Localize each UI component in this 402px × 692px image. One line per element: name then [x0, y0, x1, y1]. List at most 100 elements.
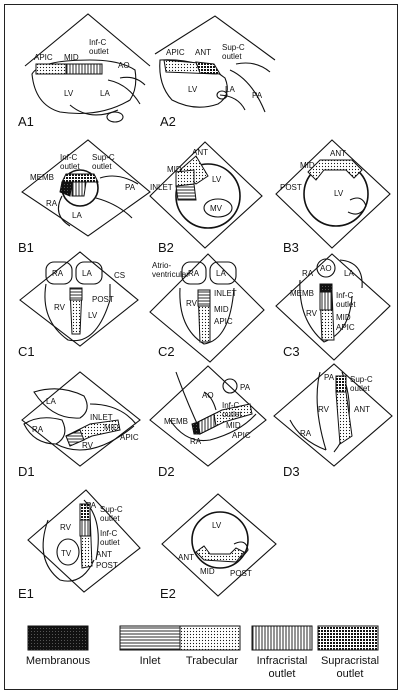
label-la: LA — [225, 85, 235, 94]
legend-swatch-infracristal — [251, 625, 313, 651]
label-apic: APIC — [232, 431, 251, 440]
label-rv: RV — [318, 405, 330, 414]
septum-infracristal — [65, 63, 103, 75]
panel-label-d2: D2 — [158, 464, 175, 479]
septum-inlet — [197, 289, 211, 307]
label-pa: PA — [240, 383, 251, 392]
panel-label-a2: A2 — [160, 114, 176, 129]
label-infc: Inf-C — [89, 38, 107, 47]
septum-infracristal — [79, 519, 91, 537]
label-cs: CS — [114, 271, 125, 280]
label-supc: Sup-C — [222, 43, 245, 52]
label-ao: AO — [118, 61, 130, 70]
label-ao: AO — [320, 264, 332, 273]
label-inlet: INLET — [150, 183, 173, 192]
label-lv: LV — [88, 311, 98, 320]
panel-label-b3: B3 — [283, 240, 299, 255]
legend-label-supracristal-outlet: outlet — [337, 668, 364, 680]
label-pa: PA — [125, 183, 136, 192]
label-mid: MID — [214, 305, 229, 314]
label-supc: Sup-C — [92, 153, 115, 162]
label-lv: LV — [334, 189, 344, 198]
label-mid: MID — [104, 423, 119, 432]
label-lv: LV — [212, 175, 222, 184]
panel-label-c1: C1 — [18, 344, 35, 359]
label-outlet: outlet — [350, 384, 370, 393]
label-apic: APIC — [120, 433, 139, 442]
septum-infracristal — [319, 291, 333, 311]
label-apic: APIC — [336, 323, 355, 332]
label-ant: ANT — [354, 405, 370, 414]
label-ra: RA — [300, 429, 312, 438]
label-mid: MID — [64, 53, 79, 62]
label-outlet2: outlet — [92, 162, 112, 171]
label-ra: RA — [188, 269, 200, 278]
label-infc: Inf-C — [222, 401, 240, 410]
label-atrio1: Atrio- — [152, 261, 171, 270]
panel-label-b1: B1 — [18, 240, 34, 255]
label-mid: MID — [300, 161, 315, 170]
legend-label-membranous: Membranous — [26, 655, 91, 667]
legend-swatch-membranous — [27, 625, 89, 651]
septum-membranous — [319, 283, 333, 293]
legend-swatch-inlet — [119, 625, 181, 651]
panel-d1: LA RA INLET MID APIC RV D1 — [18, 371, 141, 479]
label-post: POST — [230, 569, 252, 578]
label-ra: RA — [32, 425, 44, 434]
legend-label-supracristal: Supracristal — [321, 655, 379, 667]
label-ra: RA — [190, 437, 202, 446]
panel-label-e1: E1 — [18, 586, 34, 601]
legend-label-infracristal-outlet: outlet — [269, 668, 296, 680]
panel-c2: Atrio- ventricular RA LA RV INLET MID AP… — [149, 253, 265, 363]
label-supc: Sup-C — [100, 505, 123, 514]
label-memb: MEMB — [30, 173, 54, 182]
panel-label-d1: D1 — [18, 464, 35, 479]
label-outlet: outlet — [336, 300, 356, 309]
panel-c1: RA LA CS POST RV LV C1 — [18, 251, 139, 359]
legend-label-trabecular: Trabecular — [186, 655, 239, 667]
label-rv: RV — [186, 299, 198, 308]
legend-label-inlet: Inlet — [140, 655, 161, 667]
septum-infracristal — [197, 413, 217, 435]
septum-inlet — [65, 429, 85, 447]
label-inlet: INLET — [214, 289, 237, 298]
panel-b2: ANT MID LV INLET MV B2 — [149, 141, 263, 255]
label-ant: ANT — [178, 553, 194, 562]
label-post: POST — [96, 561, 118, 570]
septum-trabecular — [195, 545, 245, 563]
label-apic: APIC — [166, 48, 185, 57]
label-ant: ANT — [192, 148, 208, 157]
label-infc: Inf-C — [100, 529, 118, 538]
panel-label-d3: D3 — [283, 464, 300, 479]
label-outlet1: outlet — [60, 162, 80, 171]
panel-e1: PA Sup-C outlet RV Inf-C outlet TV ANT P… — [18, 489, 141, 601]
label-la: LA — [46, 397, 56, 406]
label-post: POST — [280, 183, 302, 192]
label-outlet: outlet — [89, 47, 109, 56]
label-mv: MV — [210, 204, 223, 213]
label-mid: MID — [226, 421, 241, 430]
label-outlet: outlet — [222, 52, 242, 61]
label-la: LA — [100, 89, 110, 98]
panel-label-c3: C3 — [283, 344, 300, 359]
label-lv: LV — [212, 521, 222, 530]
label-la: LA — [72, 211, 82, 220]
label-lv: LV — [188, 85, 198, 94]
figure-frame — [4, 4, 398, 690]
septum-trabecular — [335, 391, 353, 445]
legend-label-infracristal: Infracristal — [257, 655, 308, 667]
label-apic: APIC — [214, 317, 233, 326]
label-mid: MID — [336, 313, 351, 322]
septum-inlet — [175, 183, 197, 201]
label-inlet: INLET — [90, 413, 113, 422]
label-outlet1: outlet — [100, 514, 120, 523]
panel-a1: APIC MID Inf-C outlet AO LV LA A1 — [18, 13, 151, 129]
label-ant: ANT — [195, 48, 211, 57]
label-lv: LV — [64, 89, 74, 98]
septum-membranous — [59, 181, 73, 197]
panel-c3: AO RA LA MEMB Inf-C outlet RV MID APIC C… — [275, 253, 391, 361]
label-tv: TV — [61, 549, 72, 558]
panel-e2: LV ANT MID POST E2 — [160, 493, 277, 601]
septum-supracristal — [195, 61, 221, 75]
legend-swatch-supracristal — [317, 625, 379, 651]
